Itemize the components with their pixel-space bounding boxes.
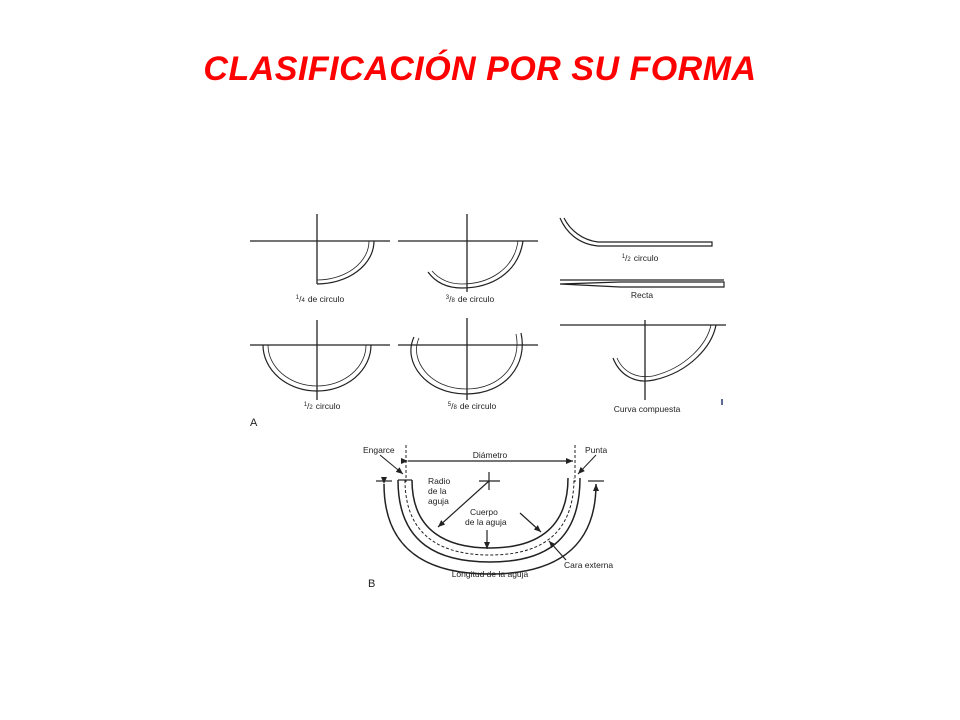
panel-letter-b: B	[368, 578, 375, 590]
label-longitud: Longitud de la aguja	[452, 569, 529, 579]
shape-label-straight: Recta	[631, 290, 653, 300]
label-cuerpo-2: de la aguja	[465, 517, 507, 527]
five-eighths-circle-needle	[398, 318, 538, 400]
label-engarce: Engarce	[363, 445, 395, 455]
needle-anatomy-diagram	[376, 445, 604, 575]
compound-curve-needle	[560, 320, 726, 400]
label-cuerpo-1: Cuerpo	[470, 507, 498, 517]
label-diametro: Diámetro	[473, 450, 508, 460]
half-circle-side-needle	[559, 217, 713, 247]
label-radio-3: aguja	[428, 496, 449, 506]
slide-title: CLASIFICACIÓN POR SU FORMA	[203, 50, 757, 88]
label-radio-2: de la	[428, 486, 447, 496]
label-radio-1: Radio	[428, 476, 450, 486]
shape-label-compound-curve: Curva compuesta	[614, 404, 681, 414]
half-circle-needle	[250, 320, 390, 400]
quarter-circle-needle	[250, 214, 390, 285]
label-punta: Punta	[585, 445, 607, 455]
straight-needle	[559, 279, 725, 288]
label-cara-externa: Cara externa	[564, 560, 613, 570]
scan-mark	[721, 399, 723, 405]
panel-letter-a: A	[250, 417, 258, 429]
three-eighths-circle-needle	[398, 214, 538, 292]
